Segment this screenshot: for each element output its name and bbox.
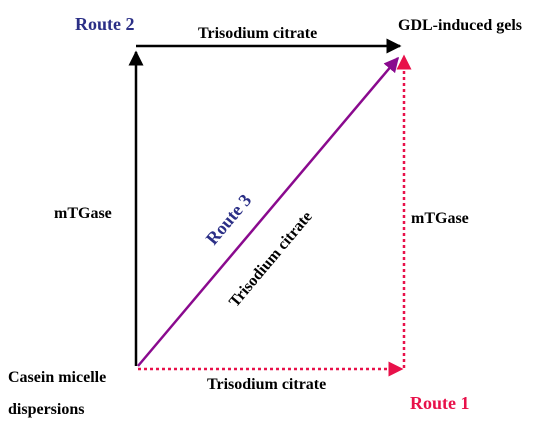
bottom-edge-label: Trisodium citrate	[207, 376, 326, 393]
right-edge-label: mTGase	[411, 210, 469, 227]
route3-diagonal-arrow	[137, 56, 399, 367]
left-edge-label: mTGase	[54, 205, 112, 222]
route1-label: Route 1	[410, 393, 470, 413]
start-node-label-line2: dispersions	[8, 401, 84, 418]
route2-label: Route 2	[75, 14, 135, 34]
top-edge-label: Trisodium citrate	[198, 25, 317, 42]
diagonal-edge-label: Trisodium citrate	[226, 208, 316, 310]
end-node-label: GDL-induced gels	[398, 17, 522, 34]
start-node-label-line1: Casein micelle	[8, 369, 106, 386]
route3-label: Route 3	[202, 190, 256, 248]
